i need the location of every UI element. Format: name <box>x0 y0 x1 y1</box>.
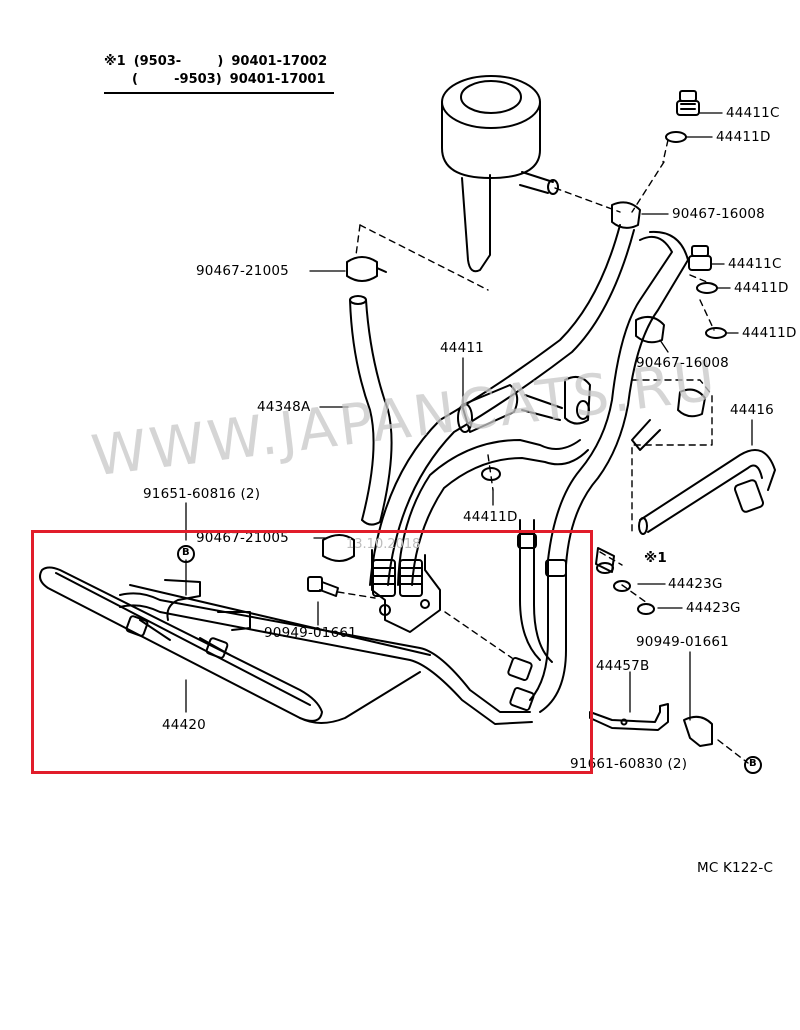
label-44420: 44420 <box>162 717 206 733</box>
label-44411C-mid: 44411C <box>728 256 782 272</box>
pipes-right <box>517 519 567 663</box>
label-mark1: ※1 <box>644 550 667 566</box>
hose-44348A <box>349 295 393 526</box>
clamp-90467-21005-low <box>322 534 355 562</box>
pipe-return <box>529 230 689 713</box>
label-90949-01661-right: 90949-01661 <box>636 634 729 650</box>
b-marker-left <box>177 545 195 563</box>
label-90467-16008-top: 90467-16008 <box>672 206 765 222</box>
oring-44411D-low <box>481 467 501 481</box>
header-part-1: 90401-17002 <box>231 54 328 69</box>
label-44423G-1: 44423G <box>668 576 723 592</box>
oring-44411D-mid2 <box>705 327 727 339</box>
figure-code: MC K122-C <box>697 860 774 876</box>
label-90467-21005-low: 90467-21005 <box>196 530 289 546</box>
label-44423G-2: 44423G <box>686 600 741 616</box>
header-mark: ※1 <box>104 54 126 69</box>
label-44411: 44411 <box>440 340 484 356</box>
reservoir-tank <box>441 75 559 273</box>
valve-block <box>371 549 441 633</box>
clamp-90467-16008-mid <box>635 315 706 418</box>
label-90467-21005-top: 90467-21005 <box>196 263 289 279</box>
header-part-2: 90401-17001 <box>229 72 326 87</box>
label-44457B: 44457B <box>596 658 650 674</box>
label-44411C-top: 44411C <box>726 105 780 121</box>
label-44411D-mid2: 44411D <box>742 325 797 341</box>
dashed-leaders <box>337 139 749 764</box>
oring-44423G-1 <box>613 580 631 592</box>
header-underline <box>104 92 334 94</box>
clamp-90467-21005-top <box>346 256 387 282</box>
b-marker-left-letter: B <box>182 547 190 558</box>
label-44348A: 44348A <box>257 399 311 415</box>
b-marker-right-letter: B <box>749 758 757 769</box>
label-90467-16008-mid: 90467-16008 <box>636 355 729 371</box>
hose-44416 <box>631 419 776 535</box>
clamp-90467-16008-top <box>611 201 641 229</box>
label-44416: 44416 <box>730 402 774 418</box>
pipe-44411 <box>369 224 635 586</box>
label-44411D-mid1: 44411D <box>734 280 789 296</box>
cap-44411C-top <box>676 90 700 116</box>
cap-44411C-mid <box>688 245 712 271</box>
b-marker-right <box>744 756 762 774</box>
label-91661-60830: 91661-60830 (2) <box>570 756 688 772</box>
oring-44411D-top <box>665 131 687 143</box>
leader-lines <box>185 112 753 721</box>
label-44411D-low: 44411D <box>463 509 518 525</box>
watermark-date: 13.10.2018 <box>346 537 421 552</box>
bracket-44457B <box>589 703 669 731</box>
oring-44411D-mid1 <box>696 282 718 294</box>
fitting-mark1 <box>595 547 615 574</box>
header-range-2: ( -9503) <box>132 72 222 87</box>
label-44411D-top: 44411D <box>716 129 771 145</box>
clamp-right <box>683 715 713 747</box>
header-block: ※1 (9503- ) 90401-17002 ( -9503) 90401-1… <box>104 53 327 89</box>
bolt-90949-left <box>307 576 339 597</box>
label-91651-60816: 91651-60816 (2) <box>143 486 261 502</box>
cooler-44420 <box>39 566 535 725</box>
highlight-frame <box>31 530 593 774</box>
header-range-1: (9503- ) <box>133 54 224 69</box>
oring-44423G-2 <box>637 603 655 615</box>
label-90949-01661-left: 90949-01661 <box>264 625 357 641</box>
